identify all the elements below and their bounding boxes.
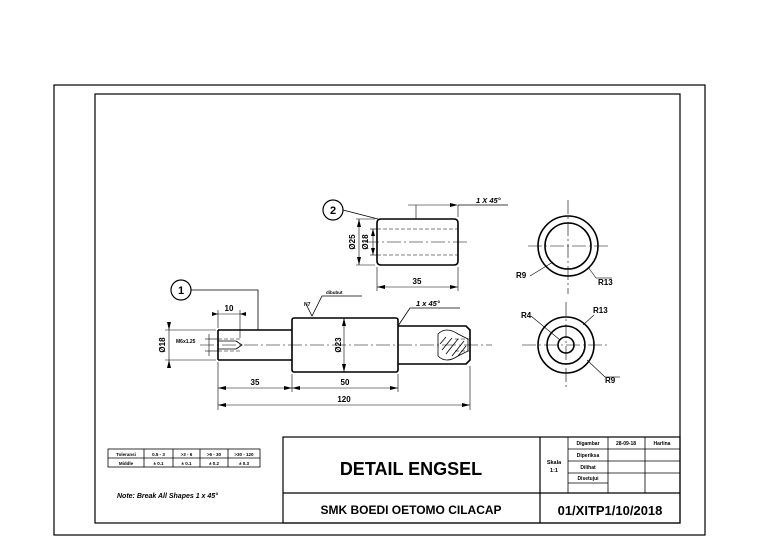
end-view-bottom bbox=[522, 302, 620, 390]
tol-row-0: Middle bbox=[119, 461, 134, 466]
tol-header-3: >6 - 30 bbox=[207, 452, 222, 457]
bottom-view-radius-right: R9 bbox=[605, 376, 616, 385]
bottom-view-radius-top: R13 bbox=[593, 306, 608, 315]
part1-dim-thread-len: 10 bbox=[225, 304, 234, 313]
end-view-top bbox=[528, 200, 612, 294]
drawing-title: DETAIL ENGSEL bbox=[340, 459, 482, 479]
part2-dim-dia-inner: Ø18 bbox=[361, 234, 370, 250]
general-note: Note: Break All Shapes 1 x 45° bbox=[117, 492, 218, 500]
tb-row-2-label: Dilihat bbox=[580, 465, 596, 471]
part1-balloon-number: 1 bbox=[178, 285, 184, 297]
top-view-radius-right: R13 bbox=[598, 278, 613, 287]
part1-dim-mid: 50 bbox=[341, 378, 350, 387]
tb-row-0-value: 28-09-18 bbox=[616, 441, 636, 447]
tb-row-3-label: Disetujui bbox=[577, 476, 599, 482]
part1-dim-dia-big: Ø23 bbox=[334, 337, 343, 353]
tol-row-1: ± 0.1 bbox=[154, 461, 164, 466]
tol-header-0: Toleransi bbox=[116, 452, 136, 457]
title-block bbox=[282, 436, 681, 524]
tol-row-4: ± 0.3 bbox=[239, 461, 249, 466]
tb-row-0-label: Digambar bbox=[576, 441, 599, 447]
tol-header-1: 0.5 - 3 bbox=[152, 452, 165, 457]
part1-shaft bbox=[200, 317, 492, 373]
outer-frame bbox=[53, 84, 706, 536]
scale-label: Skala bbox=[547, 460, 562, 466]
school-name: SMK BOEDI OETOMO CILACAP bbox=[320, 503, 501, 517]
part1-dimensions bbox=[165, 295, 471, 410]
tol-header-2: >3 - 6 bbox=[181, 452, 193, 457]
part1-dim-dia-small: Ø18 bbox=[158, 337, 167, 353]
tol-row-3: ± 0.2 bbox=[209, 461, 219, 466]
tolerance-table bbox=[107, 448, 261, 468]
part2-dim-len: 35 bbox=[413, 277, 422, 286]
part1-surface-note: dibubut bbox=[326, 290, 343, 295]
part2-dim-dia-outer: Ø25 bbox=[348, 234, 357, 250]
part2-sleeve bbox=[356, 203, 508, 291]
part2-balloon-number: 2 bbox=[330, 205, 336, 217]
part2-chamfer-label: 1 X 45° bbox=[476, 196, 502, 205]
part1-dim-left: 35 bbox=[251, 378, 260, 387]
bottom-view-radius-left: R4 bbox=[521, 311, 532, 320]
part1-thread-label: M6x1.25 bbox=[176, 339, 196, 345]
tb-row-0-name: Harlina bbox=[654, 441, 671, 447]
part1-dim-total: 120 bbox=[337, 395, 351, 404]
drawing-number: 01/XITP1/10/2018 bbox=[558, 503, 663, 518]
scale-value: 1:1 bbox=[550, 468, 558, 474]
tb-row-1-label: Diperiksa bbox=[577, 453, 600, 459]
part1-chamfer-label: 1 x 45° bbox=[416, 299, 441, 308]
tol-row-2: ± 0.1 bbox=[182, 461, 192, 466]
part1-surface-mark: N7 bbox=[304, 302, 311, 308]
tol-header-4: >30 - 120 bbox=[234, 452, 254, 457]
top-view-radius-left: R9 bbox=[516, 271, 527, 280]
